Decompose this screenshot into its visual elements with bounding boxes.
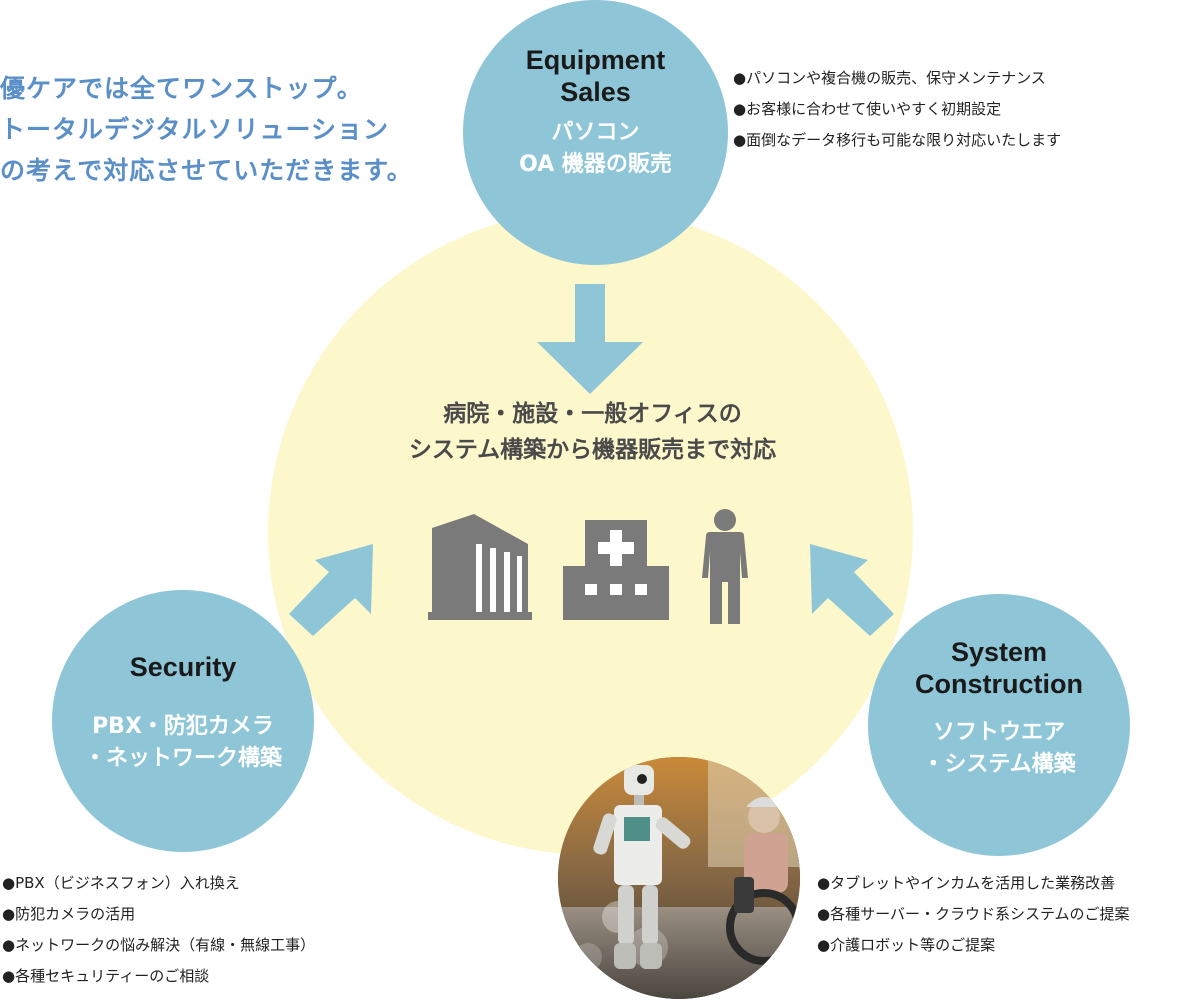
equipment-bullet-list: ●パソコンや複合機の販売、保守メンテナンス ●お客様に合わせて使いやすく初期設定…: [733, 63, 1061, 156]
equipment-subtitle: パソコン OA 機器の販売: [463, 117, 728, 181]
system-title-line-2: Construction: [915, 669, 1083, 699]
list-item: ●介護ロボット等のご提案: [817, 936, 996, 954]
intro-text: 優ケアでは全てワンストップ。 トータルデジタルソリューション の考えで対応させて…: [0, 68, 470, 191]
hospital-icon: [563, 520, 669, 620]
up-left-arrow-icon: [806, 540, 898, 636]
system-bullet-list: ●タブレットやインカムを活用した業務改善 ●各種サーバー・クラウド系システムのご…: [817, 868, 1130, 961]
equipment-sub-line-2: OA 機器の販売: [519, 152, 672, 177]
equipment-title-line-1: Equipment: [525, 45, 666, 75]
equipment-sales-node: Equipment Sales パソコン OA 機器の販売: [463, 0, 728, 265]
down-arrow-icon: [537, 284, 643, 394]
list-item: ●防犯カメラの活用: [2, 905, 136, 923]
system-sub-line-1: ソフトウエア: [932, 720, 1065, 745]
office-building-icon: [428, 510, 532, 620]
center-line-1: 病院・施設・一般オフィスの: [443, 401, 742, 427]
equipment-title-line-2: Sales: [560, 77, 631, 107]
system-sub-line-2: ・システム構築: [922, 752, 1076, 777]
equipment-sub-line-1: パソコン: [551, 120, 640, 145]
list-item: ●タブレットやインカムを活用した業務改善: [817, 874, 1116, 892]
security-sub-line-1: PBX・防犯カメラ: [92, 714, 274, 739]
center-line-2: システム構築から機器販売まで対応: [408, 437, 777, 463]
intro-line-1: 優ケアでは全てワンストップ。: [0, 74, 363, 103]
intro-line-2: トータルデジタルソリューション: [0, 115, 390, 144]
list-item: ●PBX（ビジネスフォン）入れ換え: [2, 874, 240, 892]
person-icon: [700, 508, 750, 624]
system-subtitle: ソフトウエア ・システム構築: [868, 717, 1130, 781]
list-item: ●各種サーバー・クラウド系システムのご提案: [817, 905, 1130, 923]
list-item: ●ネットワークの悩み解決（有線・無線工事）: [2, 936, 316, 954]
intro-line-3: の考えで対応させていただきます。: [0, 156, 413, 185]
center-headline: 病院・施設・一般オフィスの システム構築から機器販売まで対応: [330, 396, 855, 468]
care-robot-photo: [558, 757, 800, 999]
security-bullet-list: ●PBX（ビジネスフォン）入れ換え ●防犯カメラの活用 ●ネットワークの悩み解決…: [2, 868, 315, 992]
system-title: System Construction: [868, 636, 1130, 700]
system-title-line-1: System: [950, 637, 1048, 667]
list-item: ●面倒なデータ移行も可能な限り対応いたします: [733, 131, 1062, 149]
system-construction-node: System Construction ソフトウエア ・システム構築: [868, 594, 1130, 856]
list-item: ●各種セキュリティーのご相談: [2, 967, 210, 985]
list-item: ●お客様に合わせて使いやすく初期設定: [733, 100, 1002, 118]
security-node: Security PBX・防犯カメラ ・ネットワーク構築: [52, 590, 314, 852]
security-sub-line-2: ・ネットワーク構築: [83, 746, 282, 771]
list-item: ●パソコンや複合機の販売、保守メンテナンス: [733, 69, 1046, 87]
security-title: Security: [129, 652, 237, 682]
security-subtitle: PBX・防犯カメラ ・ネットワーク構築: [52, 711, 314, 775]
equipment-title: Equipment Sales: [463, 44, 728, 108]
up-right-arrow-icon: [285, 540, 377, 636]
